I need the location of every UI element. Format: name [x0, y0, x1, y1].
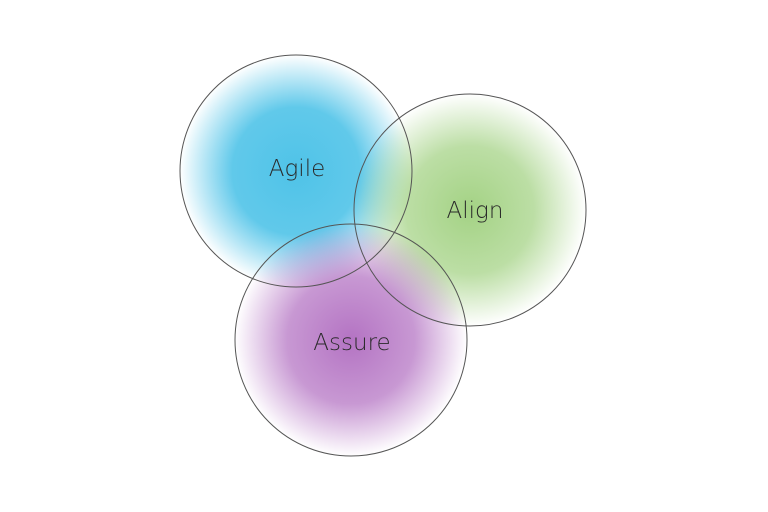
agile-label: Agile [269, 156, 325, 182]
agile-circle [179, 54, 413, 288]
assure-fill [235, 224, 467, 456]
align-circle [353, 93, 587, 327]
assure-circle [234, 223, 468, 457]
assure-label: Assure [313, 330, 390, 356]
align-label: Align [447, 198, 504, 224]
